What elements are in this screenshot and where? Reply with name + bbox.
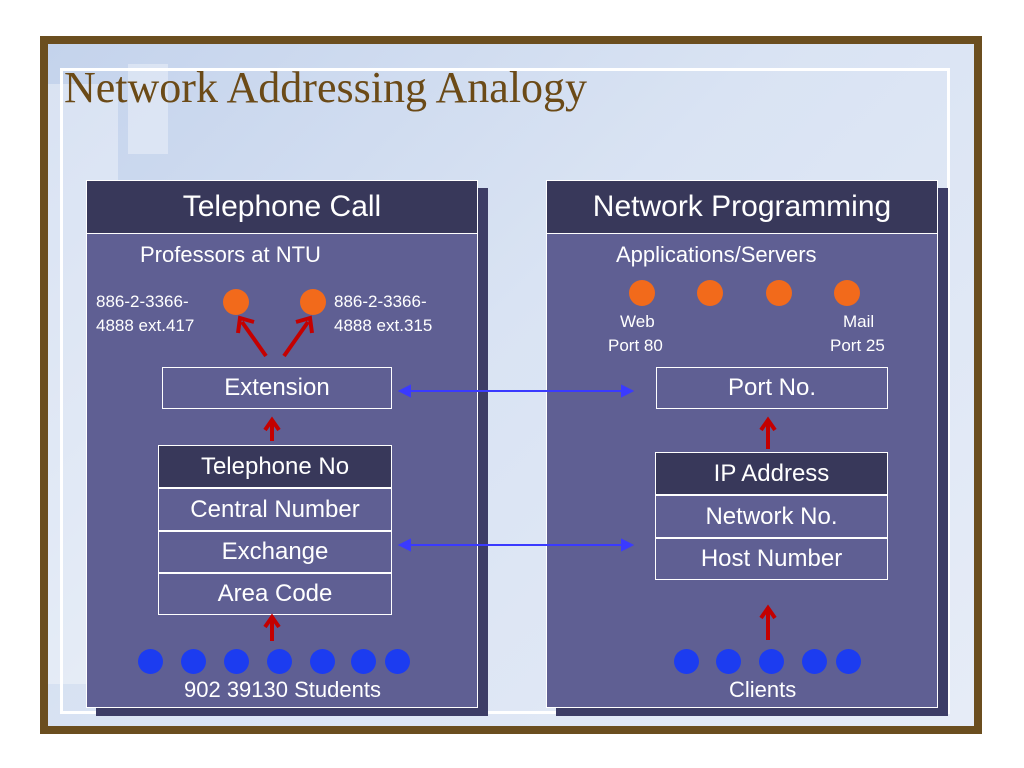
server-dot	[697, 280, 723, 306]
slide-inner-border	[60, 68, 950, 714]
arrow-head	[236, 315, 255, 334]
phone-2-line1: 886-2-3366-	[334, 292, 427, 311]
arrow-head	[397, 538, 411, 552]
phone-2-line2: 4888 ext.315	[334, 316, 433, 335]
port-no-box: Port No.	[656, 367, 888, 409]
student-dot	[138, 649, 163, 674]
client-dot	[716, 649, 741, 674]
arrow-head	[397, 384, 411, 398]
telephone-no-box: Telephone No	[158, 445, 392, 488]
client-dot	[802, 649, 827, 674]
client-dot	[759, 649, 784, 674]
server-dot	[834, 280, 860, 306]
arrow-head	[263, 613, 281, 629]
network-programming-panel: Network Programming	[546, 180, 938, 708]
arrow-head	[759, 604, 777, 620]
client-dot	[674, 649, 699, 674]
student-dot	[351, 649, 376, 674]
ip-address-box: IP Address	[655, 452, 888, 495]
students-label: 902 39130 Students	[184, 677, 381, 702]
area-code-box: Area Code	[158, 573, 392, 615]
telephone-call-panel: Telephone Call	[86, 180, 478, 708]
professor-dot	[223, 289, 249, 315]
extension-box: Extension	[162, 367, 392, 409]
up-arrow-left	[240, 320, 268, 358]
student-dot	[267, 649, 292, 674]
professors-subtitle: Professors at NTU	[140, 242, 321, 267]
applications-subtitle: Applications/Servers	[616, 242, 817, 267]
mail-port-label: Port 25	[830, 336, 885, 355]
telephone-call-header: Telephone Call	[87, 181, 477, 234]
student-dot	[181, 649, 206, 674]
client-dot	[836, 649, 861, 674]
web-port-label: Port 80	[608, 336, 663, 355]
server-dot	[766, 280, 792, 306]
slide-title: Network Addressing Analogy	[64, 63, 588, 112]
up-arrow-right	[282, 320, 310, 358]
student-dot	[224, 649, 249, 674]
central-number-box: Central Number	[158, 488, 392, 531]
arrow-head	[621, 538, 635, 552]
student-dot	[310, 649, 335, 674]
student-dot	[385, 649, 410, 674]
clients-label: Clients	[729, 677, 797, 702]
professor-dot	[300, 289, 326, 315]
host-number-box: Host Number	[655, 538, 888, 580]
arrow-head	[263, 416, 281, 432]
mail-label: Mail	[843, 312, 875, 331]
web-label: Web	[620, 312, 655, 331]
network-programming-header: Network Programming	[547, 181, 937, 234]
phone-1-line2: 4888 ext.417	[96, 316, 195, 335]
arrow-head	[621, 384, 635, 398]
network-no-box: Network No.	[655, 495, 888, 538]
exchange-box: Exchange	[158, 531, 392, 573]
phone-1-line1: 886-2-3366-	[96, 292, 189, 311]
server-dot	[629, 280, 655, 306]
arrow-head	[295, 315, 314, 334]
arrow-head	[759, 416, 777, 432]
